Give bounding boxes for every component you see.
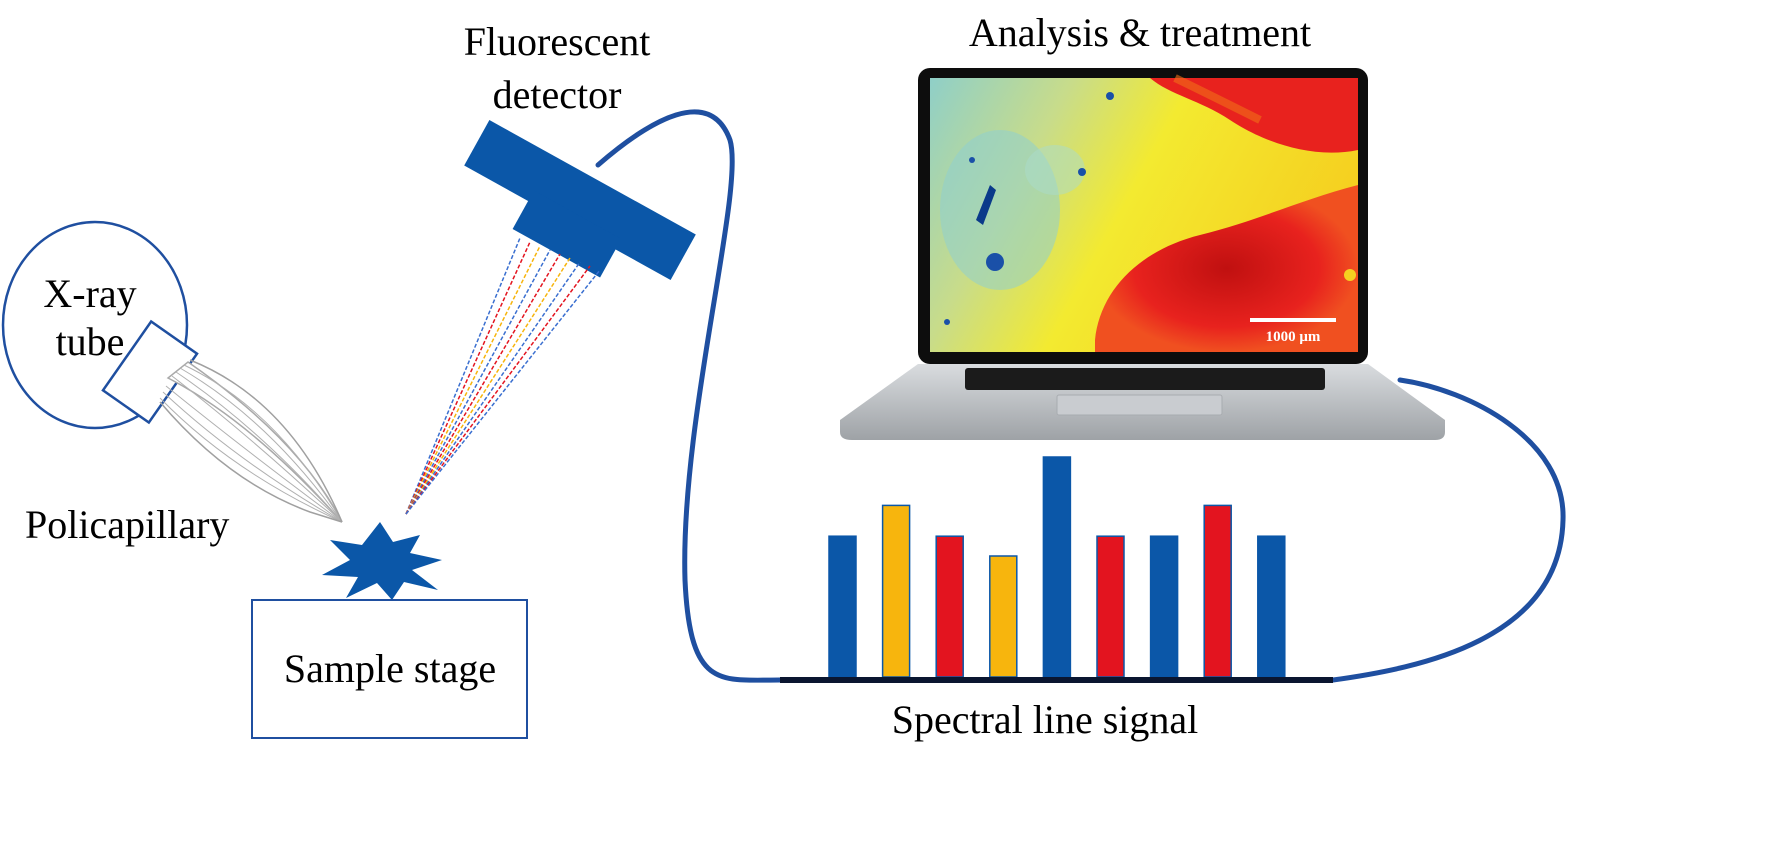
xray-tube-label-2: tube bbox=[56, 319, 125, 364]
policapillary-optic: Policapillary bbox=[25, 359, 343, 547]
spectral-bar bbox=[1257, 535, 1286, 678]
fluorescence-rays bbox=[405, 237, 601, 515]
detector-head bbox=[512, 190, 622, 278]
spectral-bar bbox=[1203, 504, 1232, 678]
sample-spot-burst bbox=[322, 522, 442, 600]
spectral-bar bbox=[1096, 535, 1125, 678]
analysis-label: Analysis & treatment bbox=[969, 10, 1311, 55]
detector-label: Fluorescent bbox=[464, 19, 651, 64]
laptop: 1000 μm Analysis & treatment bbox=[840, 10, 1445, 440]
spectral-bar bbox=[1042, 456, 1072, 678]
spectral-bar bbox=[989, 555, 1018, 678]
sample-stage-box bbox=[251, 599, 528, 739]
detector-label-2: detector bbox=[493, 72, 622, 117]
detector-body bbox=[464, 120, 696, 280]
laptop-cable bbox=[1330, 377, 1566, 683]
spectral-chart: Spectral line signal bbox=[780, 456, 1333, 742]
policapillary-label: Policapillary bbox=[25, 502, 229, 547]
fluorescent-detector: Fluorescent detector bbox=[464, 19, 696, 280]
scale-bar: 1000 μm bbox=[1250, 318, 1336, 345]
laptop-trackpad bbox=[1056, 394, 1223, 416]
spectral-label: Spectral line signal bbox=[892, 697, 1199, 742]
sample-stage: Sample stage bbox=[251, 599, 528, 739]
xray-tube: X-ray tube bbox=[1, 220, 199, 430]
spectral-bar bbox=[881, 504, 911, 678]
xray-tube-label: X-ray bbox=[43, 271, 136, 316]
laptop-keyboard bbox=[965, 368, 1325, 390]
spectral-bar bbox=[828, 535, 857, 678]
spectral-bars bbox=[828, 456, 1286, 678]
sample-stage-label: Sample stage bbox=[284, 646, 496, 691]
scale-bar-label: 1000 μm bbox=[1266, 329, 1321, 345]
spectral-bar bbox=[935, 535, 964, 678]
heatmap-image bbox=[940, 74, 1358, 352]
detector-cable bbox=[595, 109, 783, 683]
xray-tube-window bbox=[101, 319, 199, 425]
spectral-bar bbox=[1149, 535, 1179, 678]
